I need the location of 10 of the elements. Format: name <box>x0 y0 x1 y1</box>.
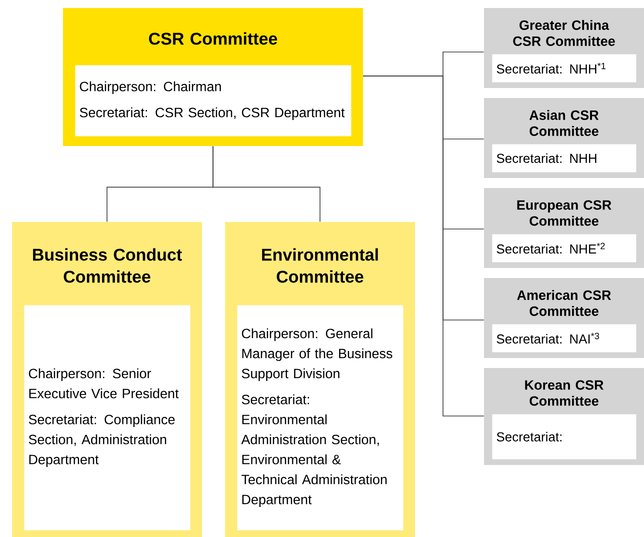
committee-box: Asian CSR Committee Secretariat: NHH <box>484 98 644 178</box>
committee-box: Greater China CSR Committee Secretariat: NHH$^{*1}$ <box>484 8 644 88</box>
committee-box: European CSR Committee Secretariat: NHE$^{*2}$ <box>484 188 644 268</box>
committee-box: Business Conduct Committee Chairperson: Senior Executive Vice President Secretariat: Compliance Section, Administration Department <box>12 222 202 537</box>
committee-box: Environmental Committee Chairperson: General Manager of the Business Support Division Secretariat: Environmental Administration Section, Environmental & Technical Administration Department <box>225 222 415 537</box>
committee-box: Korean CSR Committee Secretariat: <box>484 368 644 465</box>
connector-line <box>362 76 484 416</box>
committee-box: American CSR Committee Secretariat: NAI$^{*3}$ <box>484 278 644 358</box>
committee-box: CSR Committee Chairperson: Chairman Secretariat: CSR Section, CSR Department <box>63 8 363 146</box>
connector-line <box>212 146 320 222</box>
